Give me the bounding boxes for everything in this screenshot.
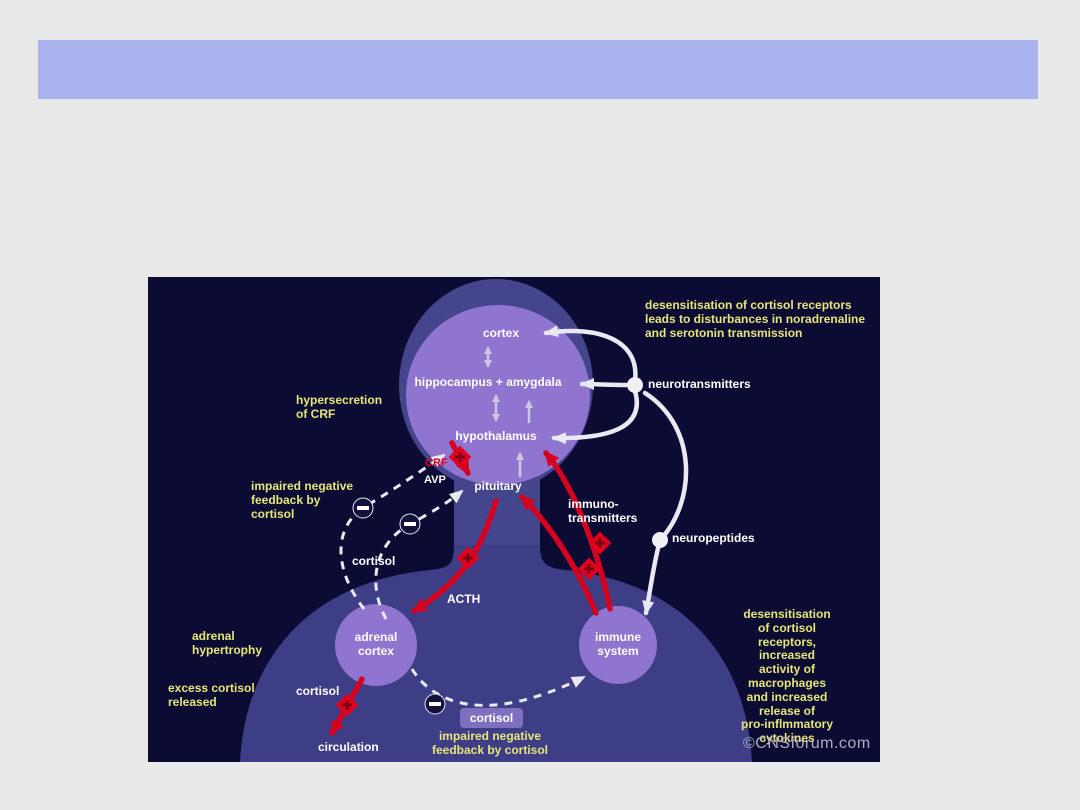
annotation-adrenal-hypertrophy: adrenal hypertrophy [192, 629, 263, 657]
label-cortex: cortex [482, 326, 520, 340]
hpa-axis-diagram: cortex hippocampus + amygdala hypothalam… [148, 277, 880, 762]
slide-title-bar [38, 40, 1038, 99]
adrenal-cortex-node [335, 604, 417, 686]
annotation-desensitisation-top: desensitisation of cortisol receptors le… [645, 298, 866, 340]
label-immune-system: immune system [594, 630, 642, 658]
label-immuno-transmitters: immuno- transmitters [568, 497, 638, 525]
immune-system-node [579, 606, 657, 684]
cortisol-pill-label: cortisol [460, 708, 523, 728]
label-avp: AVP [424, 474, 446, 486]
annotation-hypersecretion-crf: hypersecretion of CRF [296, 393, 383, 421]
negative-feedback-icon [399, 513, 421, 535]
label-crf: CRF [425, 457, 448, 469]
neuropeptides-node-icon [652, 532, 668, 548]
annotation-impaired-feedback-bottom: impaired negative feedback by cortisol [431, 729, 549, 757]
red-pathway-arrows [329, 440, 613, 736]
brain-internal-arrows [484, 346, 533, 477]
annotation-excess-cortisol: excess cortisol released [168, 681, 255, 709]
neurotransmitters-node-icon [627, 377, 643, 393]
label-cortisol-upper: cortisol [352, 554, 396, 568]
cnsforum-watermark: ©CNSforum.com [743, 735, 871, 752]
diagram-graphics [240, 279, 752, 762]
annotation-desensitisation-right: desensitisation of cortisol receptors, i… [740, 607, 833, 746]
label-neurotransmitters: neurotransmitters [648, 377, 751, 391]
label-hypothalamus: hypothalamus [455, 429, 537, 443]
label-adrenal-cortex: adrenal cortex [354, 630, 398, 658]
label-pituitary: pituitary [474, 479, 522, 493]
label-hippocampus-amygdala: hippocampus + amygdala [414, 375, 562, 389]
label-neuropeptides: neuropeptides [672, 531, 755, 545]
label-cortisol-lower: cortisol [296, 684, 340, 698]
negative-feedback-icon [352, 497, 374, 519]
annotation-impaired-feedback-left: impaired negative feedback by cortisol [251, 479, 354, 521]
white-pathway-arrows [543, 325, 689, 616]
dashed-feedback-arrows [339, 453, 586, 707]
negative-feedback-icon [424, 693, 446, 715]
label-acth: ACTH [447, 592, 481, 606]
label-circulation: circulation [318, 740, 379, 754]
